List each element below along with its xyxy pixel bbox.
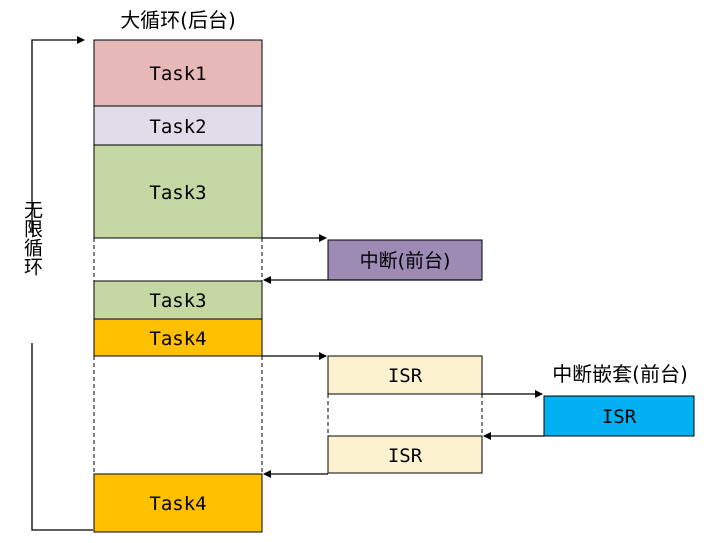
- nested-interrupt-title: 中断嵌套(前台): [552, 362, 688, 386]
- task-label: Task3: [149, 290, 206, 312]
- task-box-3-resumed: Task3: [93, 280, 263, 320]
- interrupt-label: 中断(前台): [360, 250, 451, 272]
- task-box-2: Task2: [93, 105, 263, 146]
- task-label: Task3: [149, 182, 206, 204]
- task-box-1: Task1: [93, 39, 263, 107]
- interrupt-foreground-box: 中断(前台): [327, 239, 483, 281]
- task-label: Task2: [149, 116, 206, 138]
- task-label: Task1: [149, 63, 206, 85]
- isr-box-1: ISR: [327, 355, 483, 395]
- task-box-4-resumed: Task4: [93, 473, 263, 533]
- task-box-3: Task3: [93, 144, 263, 239]
- isr-label: ISR: [388, 365, 423, 387]
- main-loop-title: 大循环(后台): [120, 8, 236, 32]
- isr-box-2: ISR: [327, 435, 483, 474]
- infinite-loop-label: 无限循环: [21, 200, 43, 276]
- task-label: Task4: [149, 493, 206, 515]
- nested-isr-label: ISR: [602, 406, 637, 428]
- nested-isr-box: ISR: [543, 395, 695, 437]
- task-label: Task4: [149, 328, 206, 350]
- isr-label: ISR: [388, 445, 423, 467]
- loop-label-background: [22, 233, 42, 343]
- task-box-4: Task4: [93, 318, 263, 357]
